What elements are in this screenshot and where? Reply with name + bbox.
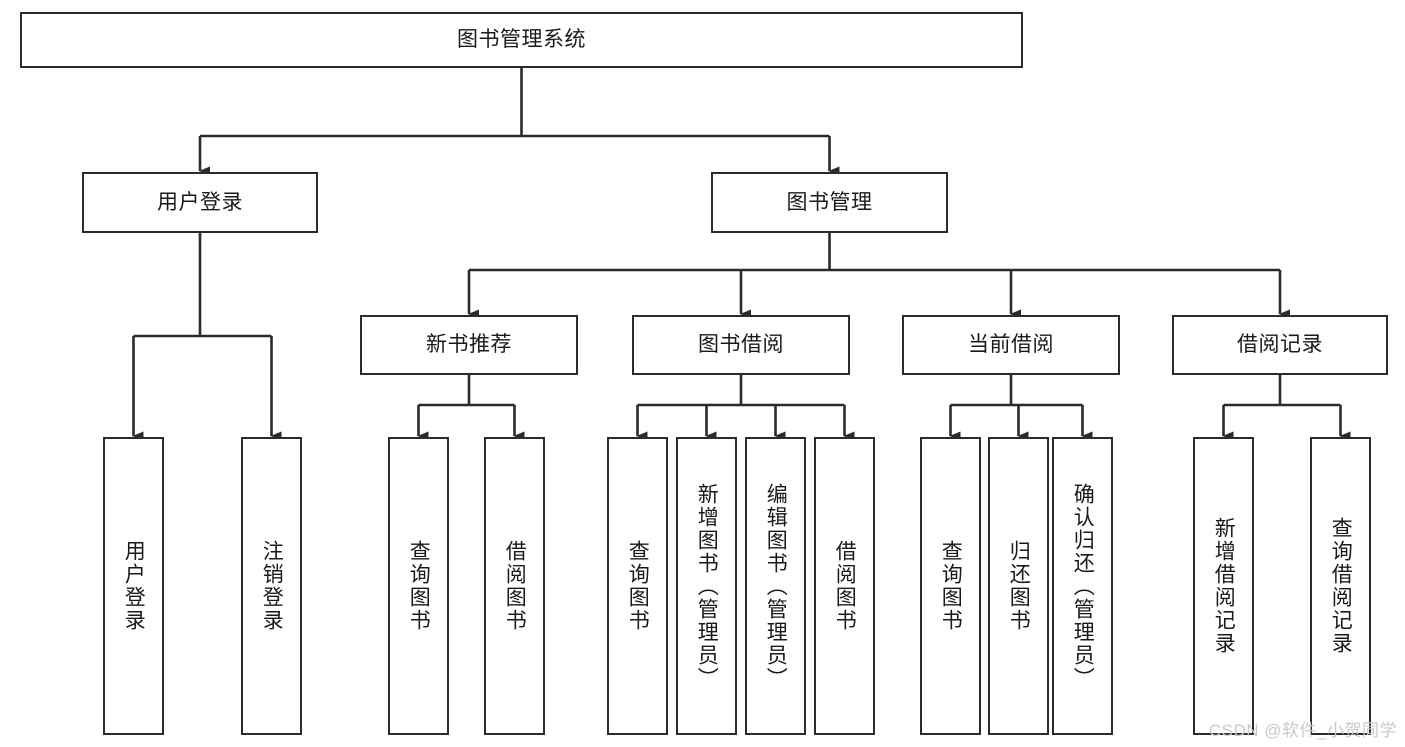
node-label-newrec: 新书推荐 [426,333,512,357]
node-leaf-cur2[interactable]: 归还图书 [988,437,1049,735]
node-bookmgmt[interactable]: 图书管理 [711,172,948,233]
node-leaf-bor1[interactable]: 查询图书 [607,437,668,735]
node-label-leaf-bor4: 借阅图书 [833,540,857,632]
node-label-leaf-bor1: 查询图书 [626,540,650,632]
node-leaf-login2[interactable]: 注销登录 [241,437,302,735]
node-newrec[interactable]: 新书推荐 [360,315,578,375]
node-leaf-new2[interactable]: 借阅图书 [484,437,545,735]
node-leaf-cur3[interactable]: 确认归还（管理员） [1052,437,1113,735]
node-label-borrow: 图书借阅 [698,333,784,357]
node-leaf-login1[interactable]: 用户登录 [103,437,164,735]
node-label-leaf-cur2: 归还图书 [1007,540,1031,632]
node-label-bookmgmt: 图书管理 [786,190,873,214]
node-leaf-bor4[interactable]: 借阅图书 [814,437,875,735]
node-leaf-bor2[interactable]: 新增图书（管理员） [676,437,737,735]
node-records[interactable]: 借阅记录 [1172,315,1388,375]
node-leaf-cur1[interactable]: 查询图书 [920,437,981,735]
node-leaf-bor3[interactable]: 编辑图书（管理员） [745,437,806,735]
tree-connectors [132,68,1351,441]
node-current[interactable]: 当前借阅 [902,315,1120,375]
node-label-login: 用户登录 [157,190,243,214]
node-label-leaf-rec2: 查询借阅记录 [1329,517,1353,655]
node-label-leaf-new2: 借阅图书 [503,540,527,632]
node-label-leaf-bor2: 新增图书（管理员） [695,482,719,690]
node-label-leaf-bor3: 编辑图书（管理员） [764,482,788,690]
node-label-leaf-cur1: 查询图书 [939,540,963,632]
node-label-leaf-rec1: 新增借阅记录 [1212,517,1236,655]
node-borrow[interactable]: 图书借阅 [632,315,850,375]
node-label-records: 借阅记录 [1237,333,1323,357]
node-leaf-rec1[interactable]: 新增借阅记录 [1193,437,1254,735]
node-leaf-new1[interactable]: 查询图书 [388,437,449,735]
watermark-text: CSDN @软件_小贺同学 [1208,721,1397,740]
node-label-current: 当前借阅 [968,333,1054,357]
node-label-leaf-new1: 查询图书 [407,540,431,632]
node-root[interactable]: 图书管理系统 [20,12,1023,68]
node-label-root: 图书管理系统 [457,28,586,52]
node-leaf-rec2[interactable]: 查询借阅记录 [1310,437,1371,735]
node-label-leaf-cur3: 确认归还（管理员） [1071,482,1095,690]
node-label-leaf-login1: 用户登录 [122,540,146,632]
node-label-leaf-login2: 注销登录 [260,540,284,632]
node-login[interactable]: 用户登录 [82,172,318,233]
